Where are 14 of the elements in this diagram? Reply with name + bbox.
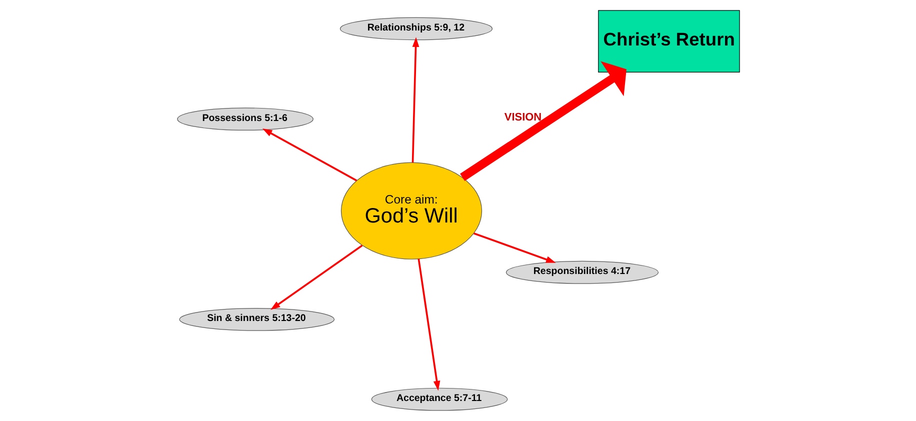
arrow (473, 232, 556, 263)
edge-label: VISION (504, 112, 542, 124)
node-ellipse: Responsibilities 4:17 (505, 260, 658, 284)
node-ellipse: Core aim: God’s Will (340, 162, 482, 260)
arrow (460, 61, 626, 181)
arrow (417, 258, 440, 391)
node-ellipse: Possessions 5:1-6 (176, 108, 313, 131)
arrow (411, 37, 419, 163)
arrow (270, 244, 362, 310)
node-ellipse: Relationships 5:9, 12 (339, 17, 492, 40)
arrow (262, 128, 357, 182)
node-ellipse: Acceptance 5:7-11 (370, 388, 508, 411)
node-box: Christ’s Return (598, 10, 740, 72)
node-ellipse: Sin & sinners 5:13-20 (178, 308, 334, 331)
